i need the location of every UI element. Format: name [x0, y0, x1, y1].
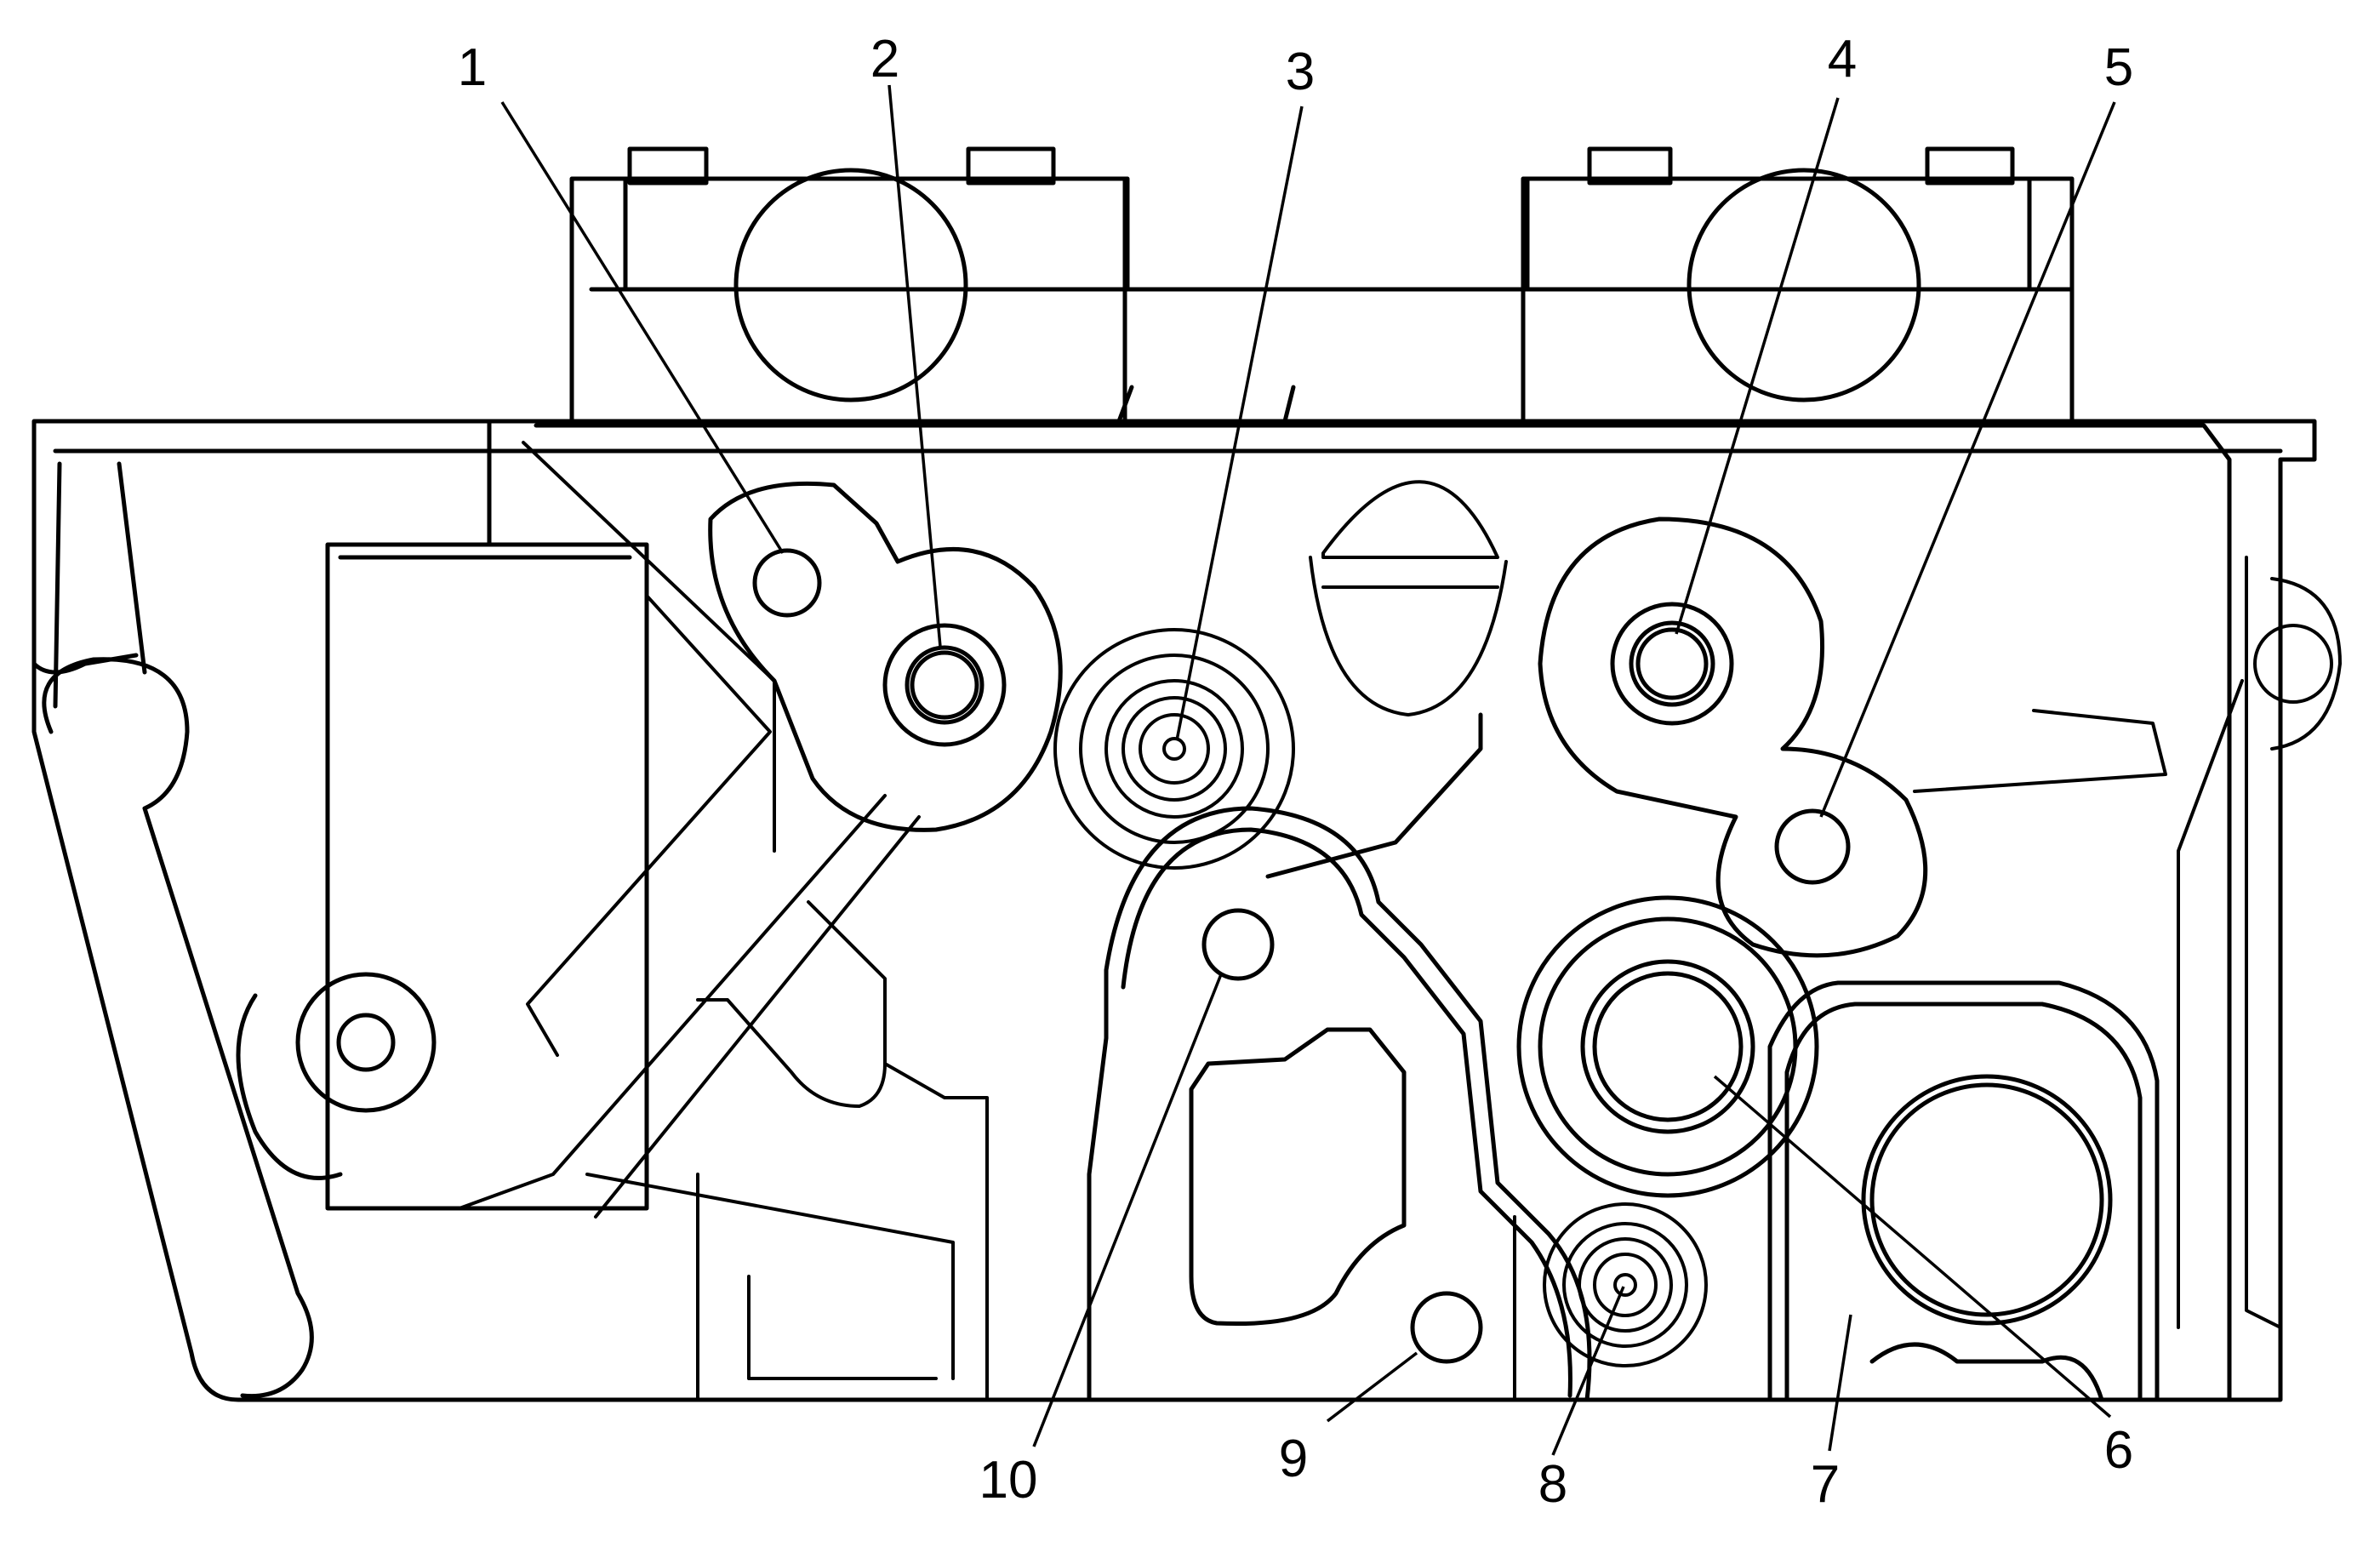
camshaft-caps	[569, 146, 2075, 424]
callout-1: 1	[458, 38, 487, 97]
right-edge	[1913, 556, 2342, 1329]
callout-6: 6	[2104, 1421, 2133, 1480]
callout-7: 7	[1811, 1455, 1840, 1514]
callout-9: 9	[1279, 1430, 1308, 1488]
left-ribs	[458, 441, 989, 1401]
callout-3: 3	[1286, 43, 1315, 101]
head-deck-outline	[31, 419, 2317, 1402]
spark-plug-3	[1053, 628, 1295, 870]
water-jacket-7	[1767, 980, 2160, 1402]
callout-5: 5	[2104, 38, 2133, 97]
spark-plug-8	[1513, 1202, 1708, 1401]
callout-8: 8	[1538, 1455, 1567, 1514]
callout-labels: 1 2 3 4 5 6 7 8 9 10	[458, 30, 2133, 1514]
left-ear	[42, 657, 437, 1399]
center-plate	[1087, 712, 1592, 1402]
callout-4: 4	[1828, 30, 1857, 88]
callout-10: 10	[979, 1451, 1038, 1510]
leader-lines	[500, 84, 2116, 1456]
callout-2: 2	[870, 30, 899, 88]
bolt-boss-4-5	[1538, 517, 1928, 958]
oil-gallery-opening	[1309, 480, 1508, 716]
bolt-boss-1-2	[708, 481, 1063, 832]
